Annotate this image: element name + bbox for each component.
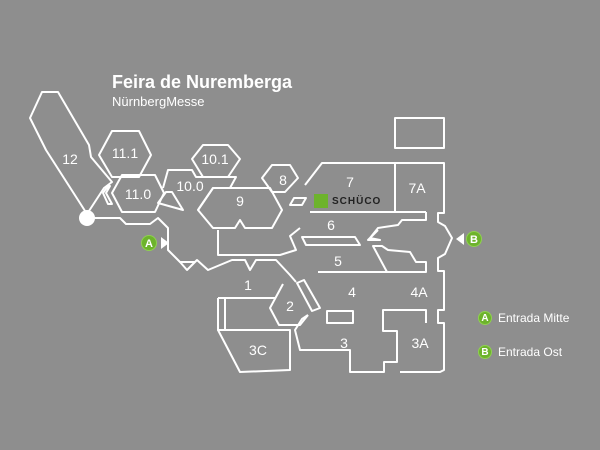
- legend-a-label: Entrada Mitte: [498, 311, 570, 325]
- hall-11-1-outline[interactable]: [98, 130, 152, 178]
- hall-7a-label: 7A: [408, 180, 426, 196]
- hall-1-outline[interactable]: [179, 259, 297, 283]
- map-subtitle: NürnbergMesse: [112, 94, 205, 109]
- legend-a-badge: A: [478, 311, 492, 325]
- hall-9-label: 9: [236, 193, 244, 209]
- entrance-b-arrow-icon: [456, 233, 464, 245]
- hall-2-label: 2: [286, 298, 294, 314]
- entrance-circle[interactable]: [79, 210, 95, 226]
- hall-12-outline[interactable]: [29, 91, 113, 215]
- hall-9-lower: [217, 227, 301, 256]
- right-facade: [400, 212, 453, 373]
- legend-entrance-b: B Entrada Ost: [478, 345, 562, 359]
- hall-4a-label: 4A: [410, 284, 428, 300]
- hall-11-0-wing: [102, 185, 113, 205]
- hall-6-outline[interactable]: [367, 212, 427, 241]
- legend-b-badge: B: [478, 345, 492, 359]
- hall-6-label: 6: [327, 217, 335, 233]
- entrance-a-badge[interactable]: A: [141, 235, 157, 251]
- hall-8-label: 8: [279, 172, 287, 188]
- hall-3a-outline[interactable]: [294, 309, 427, 373]
- hall-3c-outline[interactable]: [217, 329, 291, 373]
- hall-5-outline[interactable]: [318, 245, 427, 273]
- hall-7-label: 7: [346, 174, 354, 190]
- hall-4-label: 4: [348, 284, 356, 300]
- hall-3c-label: 3C: [249, 342, 267, 358]
- hall-2-outline[interactable]: [269, 283, 309, 326]
- hall-8-outline[interactable]: [261, 164, 299, 193]
- hall-3-label: 3: [340, 335, 348, 351]
- hall-4-kiosk: [296, 279, 321, 312]
- hall-1-wall: [217, 298, 226, 331]
- hall-11-0-label: 11.0: [125, 186, 151, 202]
- hall-11-0-outline[interactable]: [111, 174, 165, 213]
- hall-6-kiosk: [301, 236, 361, 246]
- schueco-logo: SCHÜCO: [314, 194, 381, 208]
- hall-1-label: 1: [244, 277, 252, 293]
- entrance-a-arrow-icon: [161, 237, 169, 249]
- hall-8-kiosk: [289, 197, 307, 206]
- hall-9-outline[interactable]: [197, 187, 283, 229]
- hall-10-1-label: 10.1: [201, 151, 228, 167]
- hall-3a-label: 3A: [411, 335, 429, 351]
- map-title: Feira de Nuremberga: [112, 72, 293, 92]
- hall-10-0-label: 10.0: [176, 178, 203, 194]
- hall-4-block: [326, 310, 354, 324]
- building-north: [394, 117, 445, 149]
- entrance-b-badge[interactable]: B: [466, 231, 482, 247]
- legend-b-label: Entrada Ost: [498, 345, 563, 359]
- hall-10-0-wing: [157, 191, 184, 211]
- hall-5-label: 5: [334, 253, 342, 269]
- hall-12-label: 12: [62, 151, 78, 167]
- schueco-logo-square-icon: [314, 194, 328, 208]
- hall-11-1-label: 11.1: [112, 145, 138, 161]
- schueco-logo-text: SCHÜCO: [332, 195, 382, 207]
- walkway-12: [87, 217, 195, 263]
- legend-entrance-a: A Entrada Mitte: [478, 311, 569, 325]
